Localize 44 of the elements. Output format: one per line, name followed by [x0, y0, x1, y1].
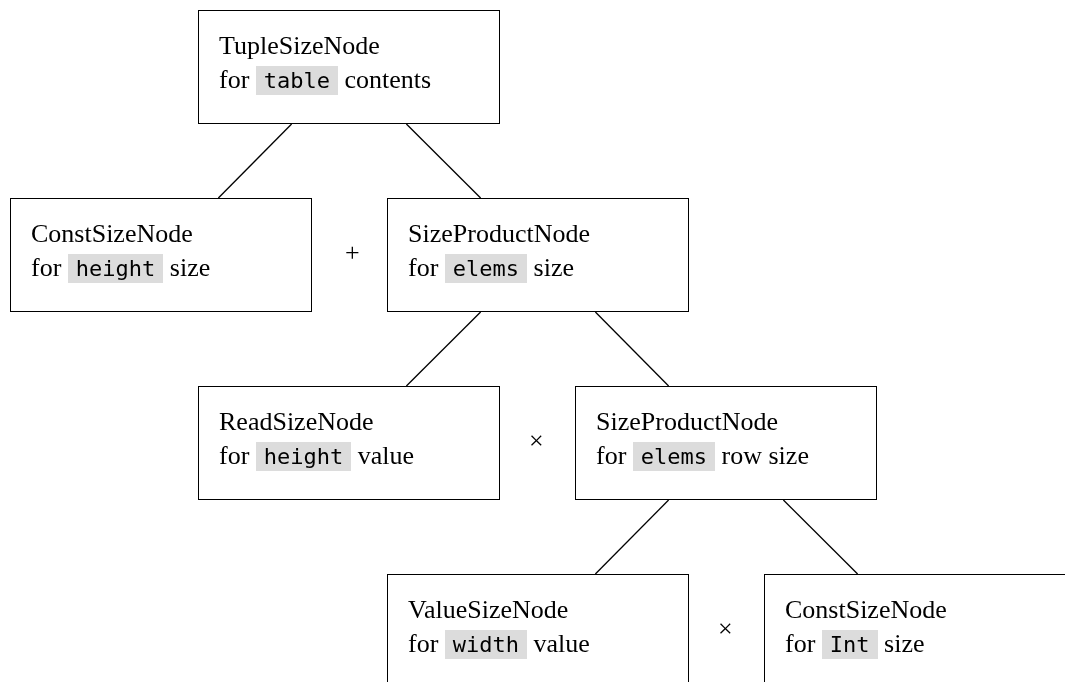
- node-text: for: [219, 441, 250, 470]
- node-text: size: [533, 253, 574, 282]
- node-text: contents: [344, 65, 432, 94]
- code-chip: Int: [821, 630, 878, 659]
- code-chip: table: [255, 66, 339, 95]
- operator-symbol: ×: [718, 614, 733, 644]
- code-chip: width: [444, 630, 528, 659]
- node-text: for: [219, 65, 250, 94]
- node-title: ValueSizeNode: [408, 595, 569, 624]
- node-title: ConstSizeNode: [31, 219, 193, 248]
- node-text: row size: [721, 441, 809, 470]
- code-chip: height: [255, 442, 352, 471]
- connector-line: [405, 311, 482, 387]
- process-box: [764, 574, 1065, 682]
- node-title: ConstSizeNode: [785, 595, 947, 624]
- operator-symbol: ×: [529, 426, 544, 456]
- connector-line: [594, 499, 670, 575]
- node-text: value: [533, 629, 590, 658]
- node-text: for: [408, 253, 439, 282]
- node-text: for: [785, 629, 816, 658]
- process-box: [387, 574, 689, 682]
- connector-line: [217, 123, 293, 199]
- code-chip: height: [67, 254, 164, 283]
- node-title: ReadSizeNode: [219, 407, 374, 436]
- node-text: value: [357, 441, 415, 470]
- node-text: for: [31, 253, 62, 282]
- node-text: size: [169, 253, 211, 282]
- connector-line: [405, 123, 482, 199]
- node-text: size: [884, 629, 925, 658]
- node-text: for: [596, 441, 627, 470]
- process-box: [575, 386, 877, 500]
- node-title: SizeProductNode: [596, 407, 778, 436]
- node-title: TupleSizeNode: [219, 31, 380, 60]
- process-box: [10, 198, 312, 312]
- connector-line: [782, 499, 859, 575]
- process-box: [387, 198, 689, 312]
- connector-line: [594, 311, 670, 387]
- process-box: [198, 386, 500, 500]
- code-chip: elems: [632, 442, 716, 471]
- node-text: for: [408, 629, 439, 658]
- operator-symbol: +: [345, 238, 360, 268]
- node-title: SizeProductNode: [408, 219, 590, 248]
- process-box: [198, 10, 500, 124]
- code-chip: elems: [444, 254, 528, 283]
